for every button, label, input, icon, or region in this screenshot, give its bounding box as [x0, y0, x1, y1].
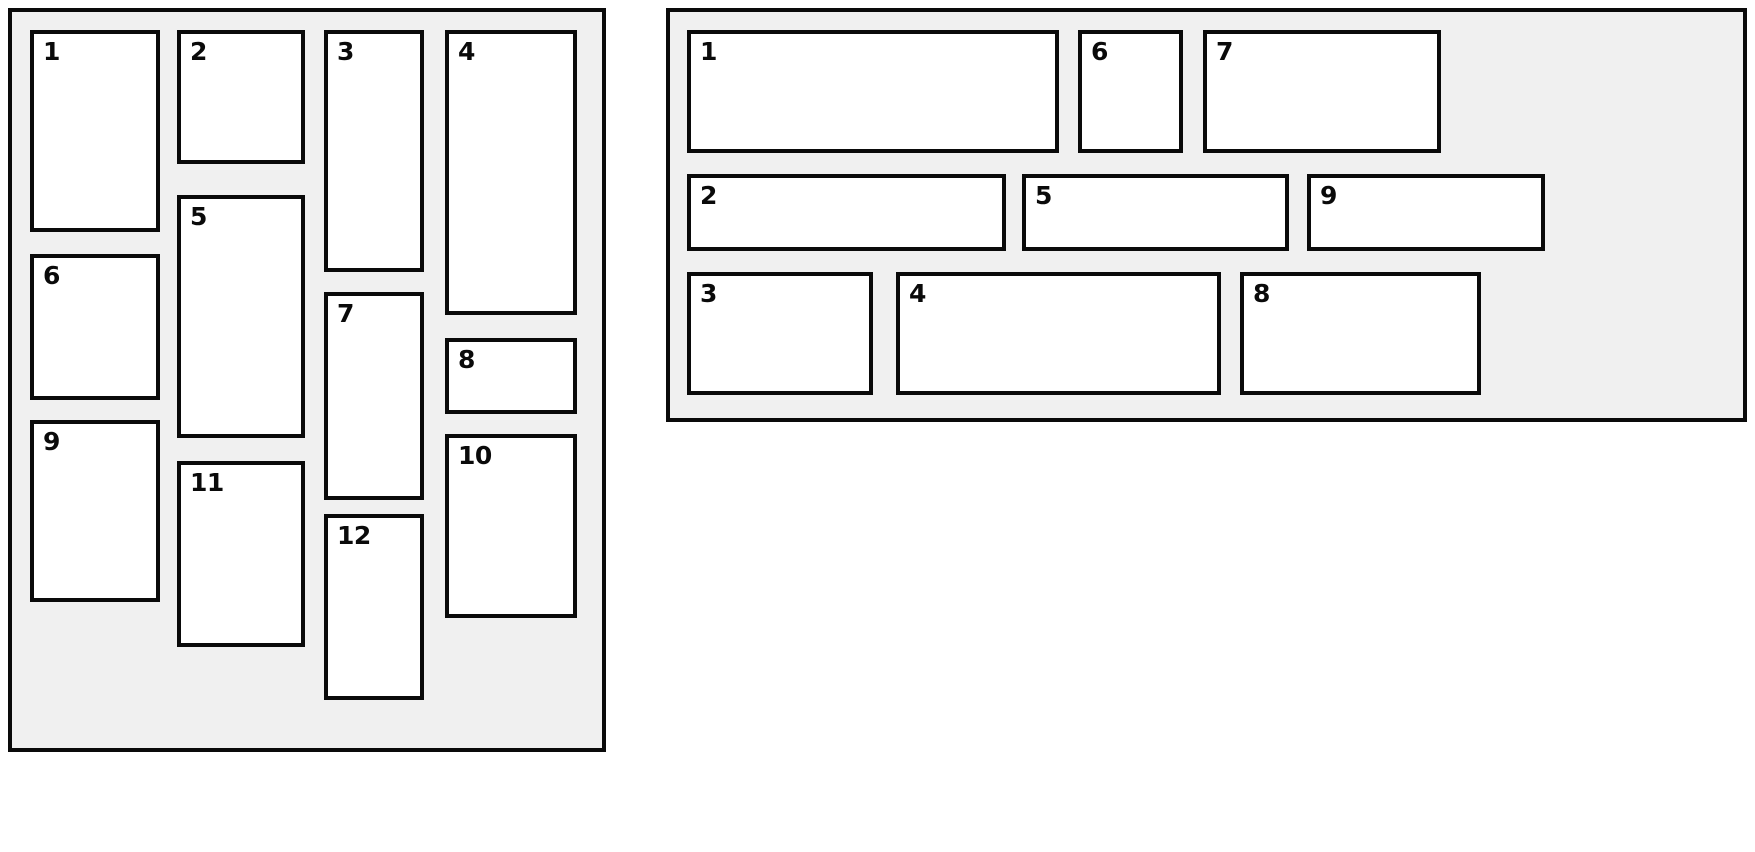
rect-right-panel-3[interactable]: 3 — [687, 272, 873, 395]
rect-label: 1 — [700, 37, 717, 66]
rect-label: 9 — [1320, 181, 1337, 210]
rect-label: 5 — [190, 202, 207, 231]
rect-left-panel-4[interactable]: 4 — [445, 30, 577, 315]
rect-label: 3 — [337, 37, 354, 66]
rect-label: 7 — [337, 299, 354, 328]
rect-label: 8 — [1253, 279, 1270, 308]
rect-left-panel-7[interactable]: 7 — [324, 292, 424, 500]
rect-left-panel-10[interactable]: 10 — [445, 434, 577, 618]
rect-left-panel-9[interactable]: 9 — [30, 420, 160, 602]
rect-left-panel-2[interactable]: 2 — [177, 30, 305, 164]
rect-label: 6 — [1091, 37, 1108, 66]
rect-label: 11 — [190, 468, 224, 497]
rect-label: 4 — [458, 37, 475, 66]
rect-label: 4 — [909, 279, 926, 308]
rect-right-panel-2[interactable]: 2 — [687, 174, 1006, 251]
rect-label: 8 — [458, 345, 475, 374]
rect-label: 9 — [43, 427, 60, 456]
rect-label: 2 — [700, 181, 717, 210]
rect-left-panel-11[interactable]: 11 — [177, 461, 305, 647]
rect-label: 3 — [700, 279, 717, 308]
rect-label: 2 — [190, 37, 207, 66]
rect-label: 10 — [458, 441, 492, 470]
rect-label: 1 — [43, 37, 60, 66]
rect-label: 5 — [1035, 181, 1052, 210]
rect-left-panel-5[interactable]: 5 — [177, 195, 305, 438]
rect-left-panel-3[interactable]: 3 — [324, 30, 424, 272]
rect-right-panel-8[interactable]: 8 — [1240, 272, 1481, 395]
rect-left-panel-8[interactable]: 8 — [445, 338, 577, 414]
rect-label: 7 — [1216, 37, 1233, 66]
rect-label: 12 — [337, 521, 371, 550]
rect-label: 6 — [43, 261, 60, 290]
rect-left-panel-1[interactable]: 1 — [30, 30, 160, 232]
rect-right-panel-6[interactable]: 6 — [1078, 30, 1183, 153]
rect-right-panel-9[interactable]: 9 — [1307, 174, 1545, 251]
rect-right-panel-7[interactable]: 7 — [1203, 30, 1441, 153]
rect-right-panel-4[interactable]: 4 — [896, 272, 1221, 395]
rect-right-panel-5[interactable]: 5 — [1022, 174, 1289, 251]
rect-right-panel-1[interactable]: 1 — [687, 30, 1059, 153]
rect-left-panel-6[interactable]: 6 — [30, 254, 160, 400]
rect-left-panel-12[interactable]: 12 — [324, 514, 424, 700]
